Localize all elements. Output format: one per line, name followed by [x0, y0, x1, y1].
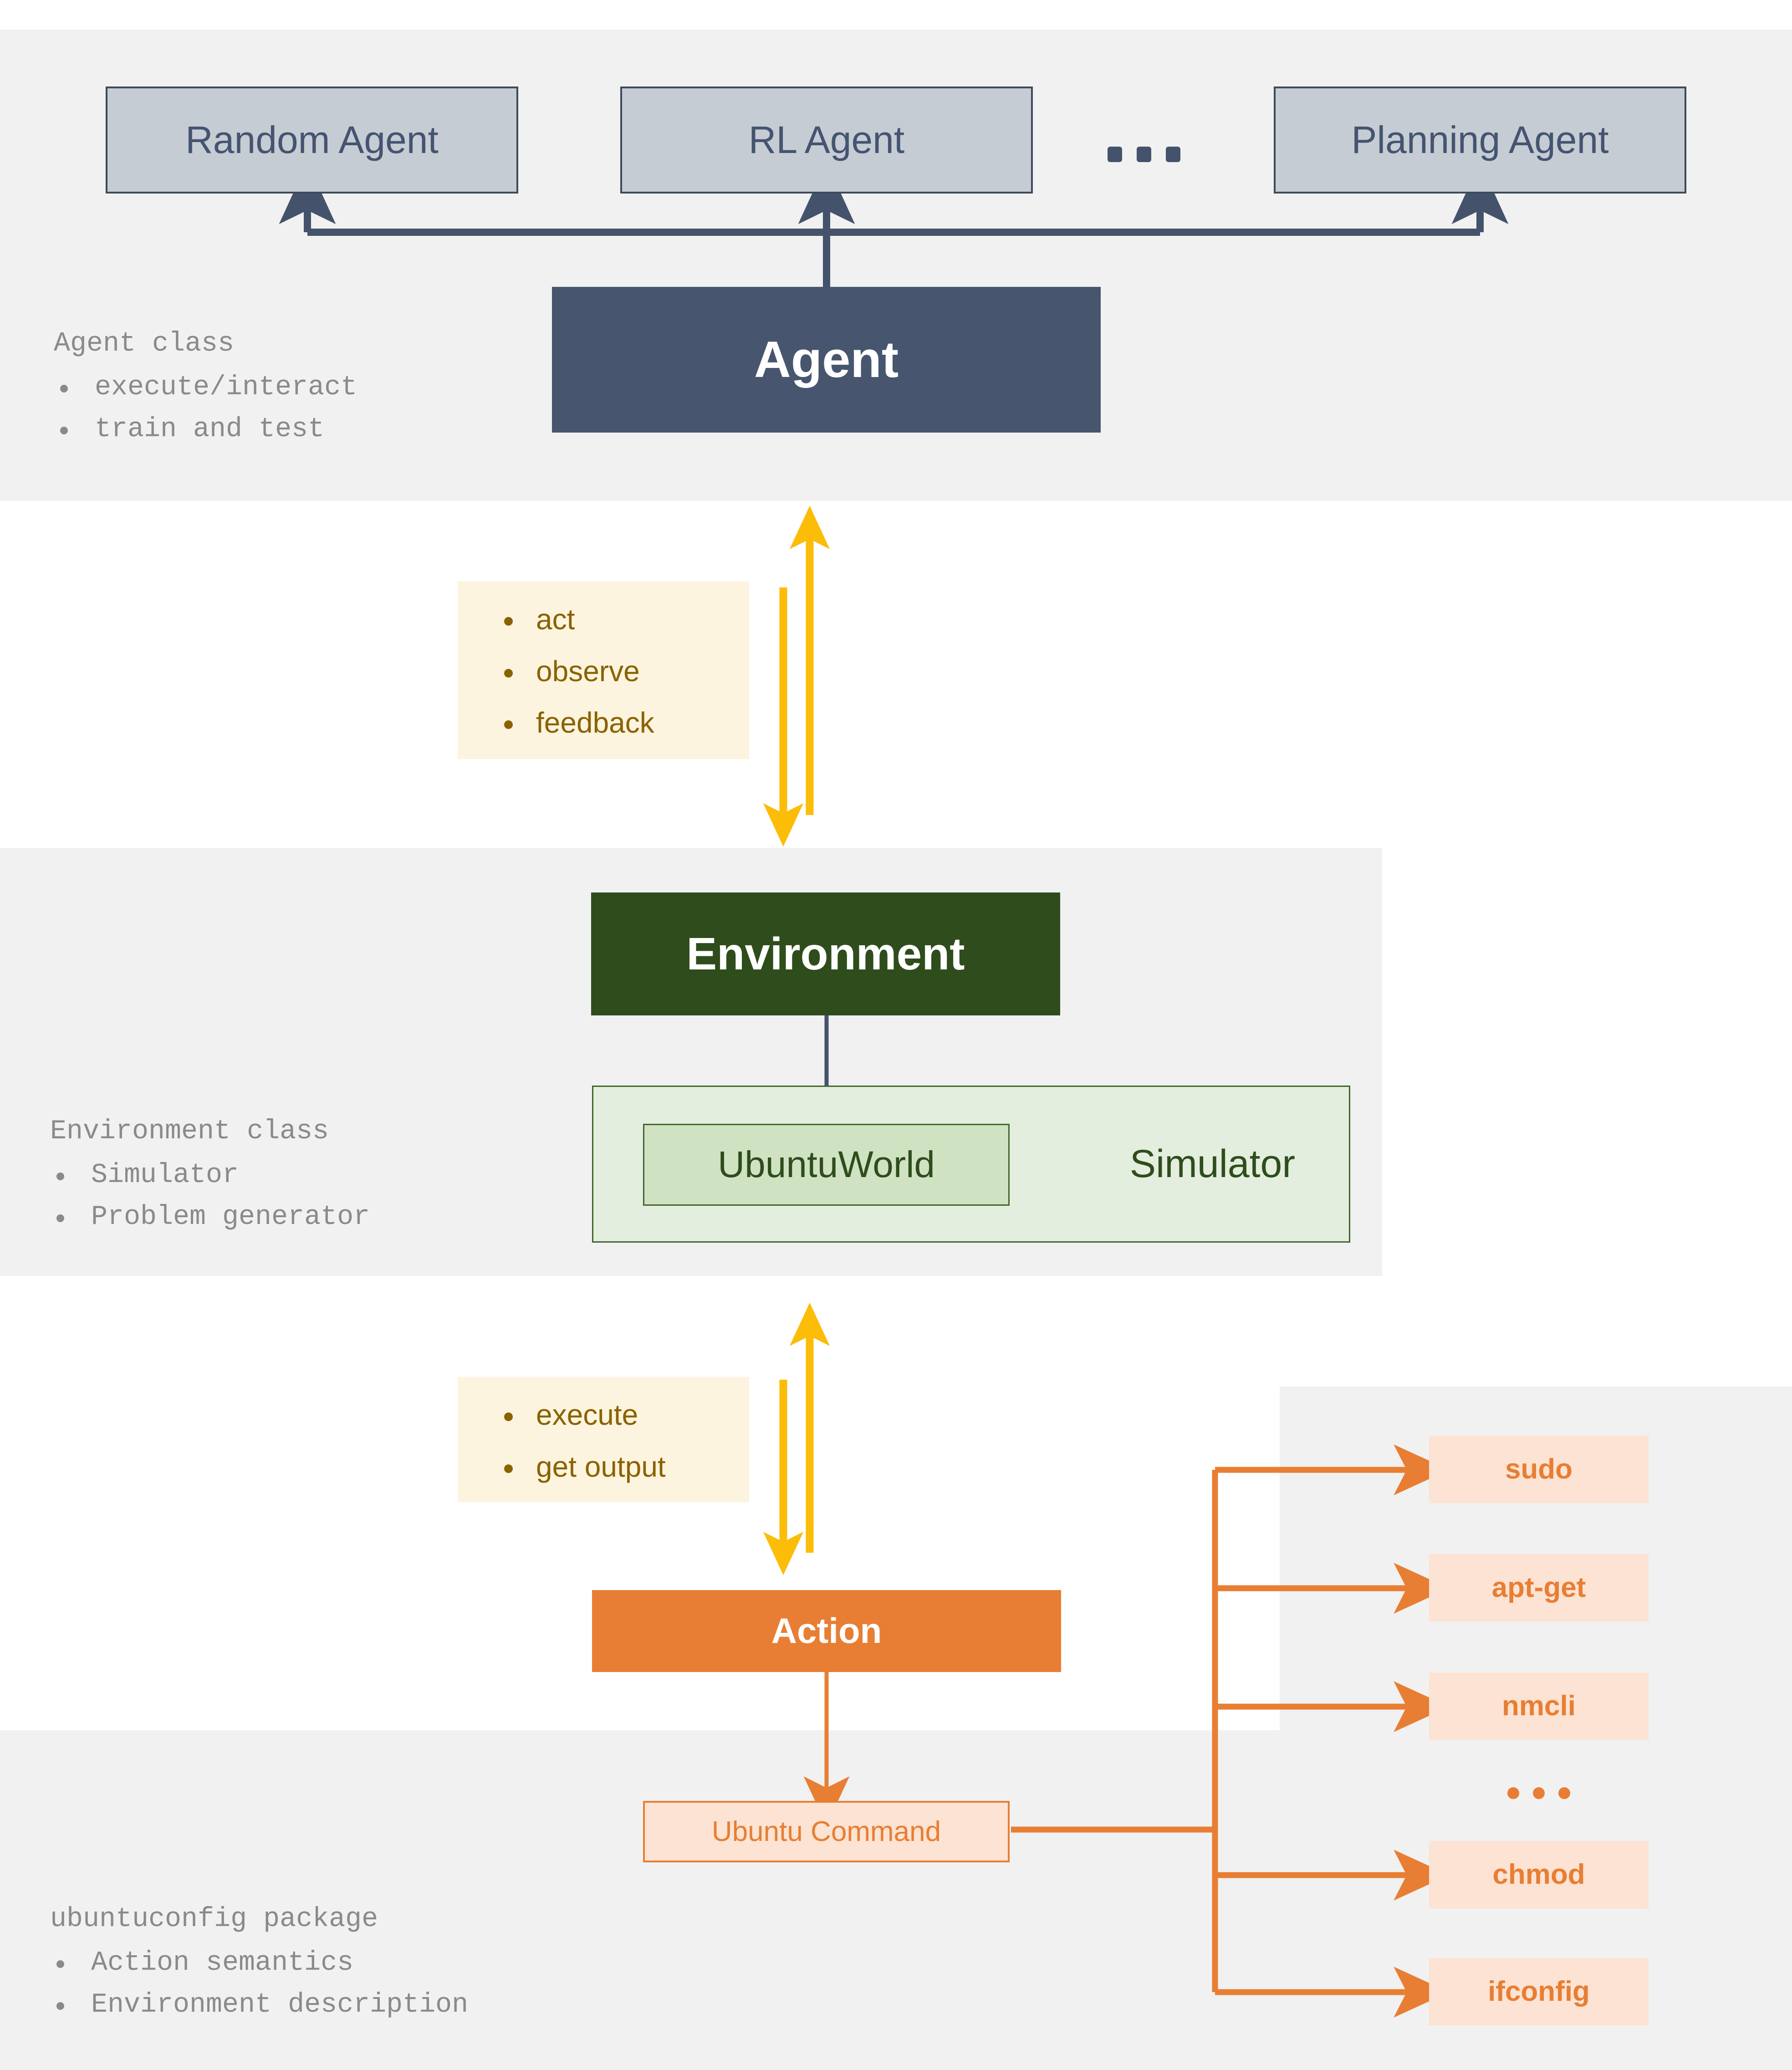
command-label: ifconfig	[1488, 1976, 1590, 2008]
agent-box-label: Agent	[754, 331, 899, 388]
agent-variant-planning-agent[interactable]: Planning Agent	[1274, 87, 1686, 194]
agent-class-title: Agent class	[54, 328, 235, 359]
environment-action-note: execute get output	[458, 1377, 749, 1502]
command-label: chmod	[1492, 1859, 1585, 1891]
agent-class-item: train and test	[54, 416, 532, 443]
agent-environment-note: act observe feedback	[458, 581, 749, 759]
action-box-label: Action	[771, 1611, 882, 1651]
agent-variant-label: Random Agent	[185, 118, 439, 162]
agent-environment-note-item: observe	[500, 654, 749, 689]
environment-class-item: Problem generator	[50, 1203, 574, 1231]
agent-variant-rl-agent[interactable]: RL Agent	[620, 87, 1033, 194]
agent-class-list: execute/interact train and test	[54, 374, 532, 443]
environment-action-note-list: execute get output	[500, 1398, 749, 1484]
command-label: apt-get	[1491, 1572, 1586, 1604]
agent-variant-label: RL Agent	[748, 118, 905, 162]
agent-box[interactable]: Agent	[552, 287, 1101, 433]
ubuntuconfig-package-item: Action semantics	[50, 1949, 710, 1977]
agent-environment-note-item: feedback	[500, 706, 749, 740]
commands-ellipsis-icon	[1507, 1787, 1570, 1799]
agent-class-caption: Agent class execute/interact train and t…	[54, 330, 532, 443]
command-box-chmod[interactable]: chmod	[1429, 1841, 1649, 1908]
action-box[interactable]: Action	[592, 1590, 1061, 1672]
command-box-nmcli[interactable]: nmcli	[1429, 1672, 1649, 1740]
agent-variant-random-agent[interactable]: Random Agent	[106, 87, 518, 194]
ubuntu-command-label: Ubuntu Command	[711, 1815, 941, 1847]
agent-variant-label: Planning Agent	[1351, 118, 1609, 162]
command-label: sudo	[1505, 1453, 1573, 1485]
command-box-sudo[interactable]: sudo	[1429, 1436, 1649, 1503]
environment-class-item: Simulator	[50, 1162, 574, 1189]
environment-box-label: Environment	[686, 928, 965, 979]
ubuntu-command-box[interactable]: Ubuntu Command	[643, 1801, 1010, 1862]
ubuntuconfig-package-caption: ubuntuconfig package Action semantics En…	[50, 1906, 710, 2019]
environment-class-caption: Environment class Simulator Problem gene…	[50, 1118, 574, 1231]
environment-action-arrows	[763, 1302, 830, 1575]
package-section-band	[0, 1730, 1280, 2070]
command-box-ifconfig[interactable]: ifconfig	[1429, 1958, 1649, 2025]
environment-class-list: Simulator Problem generator	[50, 1162, 574, 1231]
ubuntuworld-label: UbuntuWorld	[717, 1143, 935, 1185]
agent-environment-note-item: act	[500, 602, 749, 637]
environment-class-title: Environment class	[50, 1116, 329, 1147]
environment-action-note-item: execute	[500, 1398, 749, 1433]
command-box-apt-get[interactable]: apt-get	[1429, 1554, 1649, 1621]
agent-variants-ellipsis-icon	[1108, 147, 1180, 162]
ubuntuconfig-package-list: Action semantics Environment description	[50, 1949, 710, 2019]
ubuntuconfig-package-title: ubuntuconfig package	[50, 1904, 378, 1935]
agent-environment-arrows	[763, 505, 830, 847]
agent-class-item: execute/interact	[54, 374, 532, 401]
ubuntuconfig-package-item: Environment description	[50, 1991, 710, 2019]
environment-box[interactable]: Environment	[591, 892, 1060, 1015]
command-label: nmcli	[1502, 1690, 1576, 1722]
agent-environment-note-list: act observe feedback	[500, 602, 749, 740]
ubuntuworld-box[interactable]: UbuntuWorld	[643, 1124, 1010, 1206]
simulator-label: Simulator	[1129, 1142, 1295, 1186]
environment-action-note-item: get output	[500, 1450, 749, 1484]
